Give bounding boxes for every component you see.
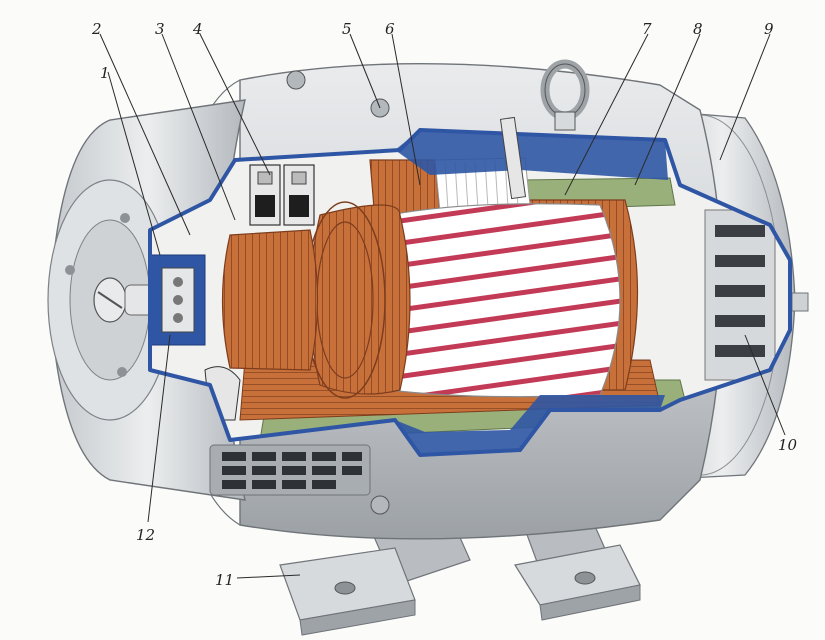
lifting-eye-bolt-icon (499, 59, 590, 200)
motor-base (279, 469, 641, 636)
housing-section-top (395, 130, 668, 180)
callout-labels: 1 2 3 4 5 6 7 8 9 10 11 12 (91, 20, 798, 589)
commutator (221, 229, 319, 371)
bearing (150, 254, 206, 346)
callout-12: 12 (136, 526, 155, 544)
housing-section-bottom (395, 395, 665, 455)
callout-10: 10 (778, 436, 798, 454)
callout-9: 9 (764, 20, 774, 38)
armature-core (374, 203, 621, 398)
bolt-icon (286, 70, 306, 90)
callout-1: 1 (100, 64, 110, 82)
bolt-hole-icon (574, 571, 596, 585)
callout-3: 3 (155, 20, 165, 38)
bolt-icon (370, 495, 390, 515)
callout-7: 7 (642, 20, 652, 38)
cooling-fan (704, 209, 776, 381)
callout-6: 6 (385, 20, 395, 38)
leader-lines (99, 33, 786, 579)
callout-5: 5 (342, 20, 352, 38)
terminal-stud (499, 116, 527, 200)
callout-4: 4 (192, 20, 203, 38)
brush-holder (249, 164, 315, 226)
callout-2: 2 (91, 20, 102, 38)
ventilation-grille (209, 444, 371, 496)
callout-8: 8 (693, 20, 703, 38)
bolt-hole-icon (334, 581, 356, 595)
front-end-shield (47, 99, 371, 501)
shaft-end (791, 292, 809, 312)
callout-11: 11 (215, 571, 234, 589)
